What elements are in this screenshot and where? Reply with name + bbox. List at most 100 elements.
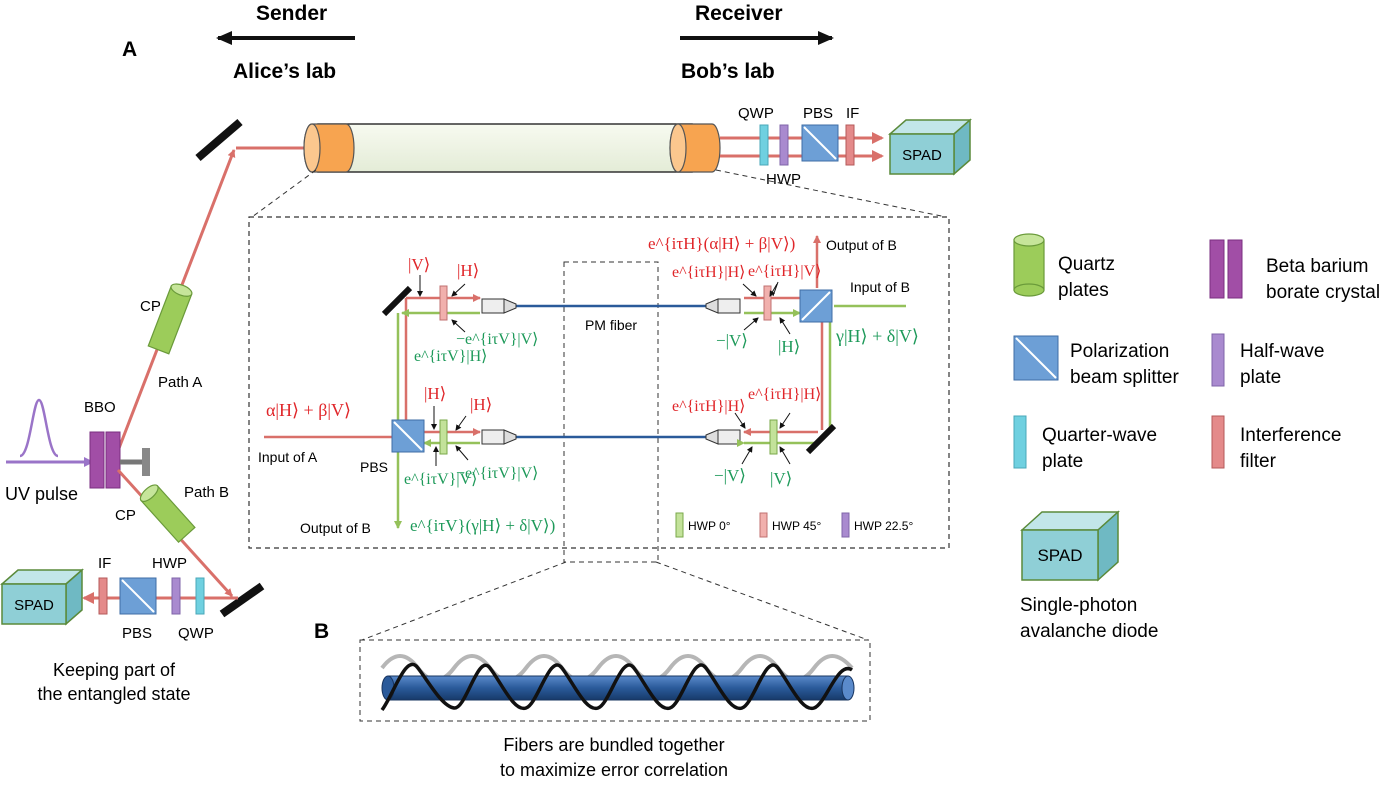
label-output-b-left: Output of B [300, 520, 371, 536]
legend-hwp-swatch [1211, 333, 1225, 387]
legend-qwp-2: plate [1042, 451, 1083, 472]
panel-b-frame [359, 639, 871, 722]
cp-top [147, 283, 193, 355]
mini-legend-hwp0: HWP 0° [688, 519, 731, 533]
cp-bottom [139, 484, 196, 544]
legend-bbo-2: borate crystal [1266, 282, 1380, 303]
mirror-top-left [195, 118, 243, 162]
legend-pbs-2: beam splitter [1070, 367, 1179, 388]
collimator-right-bottom [705, 429, 741, 445]
legend-bbo-1: Beta barium [1266, 256, 1368, 277]
collimator-left-top [481, 298, 517, 314]
bob-if [845, 124, 855, 166]
spad-top-label: SPAD [902, 147, 942, 164]
legend-spad-caption-2: avalanche diode [1020, 621, 1158, 642]
legend-bbo-swatch-2 [1227, 239, 1243, 299]
path-a-label: Path A [158, 374, 202, 391]
label-mid-h1: |H⟩ [424, 384, 446, 403]
label-input-state: α|H⟩ + β|V⟩ [266, 400, 351, 420]
label-right-minus-v: −|V⟩ [716, 331, 748, 350]
label-right-state: γ|H⟩ + δ|V⟩ [835, 326, 919, 346]
left-qwp [195, 577, 205, 615]
path-b-label: Path B [184, 484, 229, 501]
spad-top [889, 133, 955, 175]
legend-quartz-1: Quartz [1058, 254, 1115, 275]
label-right-low-etauh-h1: e^{iτH}|H⟩ [672, 398, 745, 415]
mini-legend-hwp225-swatch [841, 512, 850, 538]
legend-spad-caption-1: Single-photon [1020, 595, 1137, 616]
label-etauv-h: e^{iτV}|H⟩ [414, 348, 487, 365]
receiver-label: Receiver [695, 2, 783, 25]
bbo-crystal-1 [89, 431, 105, 489]
label-inset-pbs: PBS [360, 459, 388, 475]
left-qwp-label: QWP [178, 625, 214, 642]
panel-b-label: B [314, 620, 329, 643]
alice-lab-label: Alice’s lab [233, 60, 336, 83]
keep-caption-1: Keeping part of [53, 660, 176, 680]
hwp0-left-bottom [439, 419, 448, 455]
legend-bbo-swatch-1 [1209, 239, 1225, 299]
fiber-link-tube [317, 123, 693, 173]
legend-if-1: Interference [1240, 425, 1341, 446]
mirror-bottom-left [219, 582, 265, 618]
bob-if-label: IF [846, 105, 859, 122]
label-right-h: |H⟩ [778, 337, 800, 356]
cp-top-label: CP [140, 298, 161, 315]
label-right-etauh-h: e^{iτH}|H⟩ [672, 264, 745, 281]
collimator-right-top [705, 298, 741, 314]
label-minus-tauv-top: −e^{iτV}|V⟩ [456, 331, 538, 348]
pm-fiber-label: PM fiber [585, 317, 637, 333]
label-right-low-v: |V⟩ [770, 469, 792, 488]
pm-fiber-box [563, 261, 659, 563]
mini-legend-hwp225: HWP 22.5° [854, 519, 913, 533]
label-output-b-right: Output of B [826, 237, 897, 253]
spad-left-label: SPAD [14, 597, 54, 614]
legend-if-swatch [1211, 415, 1225, 469]
label-mid-h2: |H⟩ [470, 395, 492, 414]
legend-quartz-2: plates [1058, 280, 1109, 301]
bob-qwp-label: QWP [738, 105, 774, 122]
label-top-right-state: e^{iτH}(α|H⟩ + β|V⟩) [648, 234, 795, 253]
bob-pbs-label: PBS [803, 105, 833, 122]
legend-qwp-1: Quarter-wave [1042, 425, 1157, 446]
bob-hwp-label: HWP [766, 171, 801, 188]
label-input-a: Input of A [258, 449, 318, 465]
collimator-left-bottom [481, 429, 517, 445]
left-hwp-label: HWP [152, 555, 187, 572]
mini-legend-hwp45-swatch [759, 512, 768, 538]
bundle-caption-2: to maximize error correlation [500, 760, 728, 780]
bob-hwp [779, 124, 789, 166]
legend-spad-label: SPAD [1037, 546, 1082, 565]
uv-pulse-shape [19, 398, 59, 458]
hwp45-right-top [763, 285, 772, 321]
label-top-v: |V⟩ [408, 255, 430, 274]
hwp0-right-bottom [769, 419, 778, 455]
spad-left [1, 583, 67, 625]
uv-pulse-label: UV pulse [5, 484, 78, 504]
legend-hwp-1: Half-wave [1240, 341, 1324, 362]
inset-mirror-left [381, 285, 413, 317]
label-output-left-state: e^{iτV}(γ|H⟩ + δ|V⟩) [410, 516, 555, 535]
cp-bottom-label: CP [115, 507, 136, 524]
legend-quartz-swatch [1013, 233, 1045, 297]
inset-frame [248, 216, 950, 549]
label-right-low-minus-v: −|V⟩ [714, 466, 746, 485]
sender-label: Sender [256, 2, 327, 25]
bundle-caption-1: Fibers are bundled together [503, 735, 724, 755]
legend-hwp-2: plate [1240, 367, 1281, 388]
helix-black [380, 662, 854, 712]
panel-a-label: A [122, 38, 137, 61]
legend-spad-swatch [1021, 529, 1099, 581]
label-bottom-minus-tauv: −e^{iτV}|V⟩ [456, 465, 538, 482]
label-input-b: Input of B [850, 279, 910, 295]
inset-mirror-right [805, 423, 837, 455]
label-bottom-etauv-v: e^{iτV}|V⟩ [404, 471, 477, 488]
bob-lab-label: Bob’s lab [681, 60, 775, 83]
bbo-crystal-2 [105, 431, 121, 489]
left-hwp [171, 577, 181, 615]
label-right-etauh-v: e^{iτH}|V⟩ [748, 263, 821, 280]
legend-pbs-1: Polarization [1070, 341, 1169, 362]
legend-qwp-swatch [1013, 415, 1027, 469]
hwp45-left-top [439, 285, 448, 321]
